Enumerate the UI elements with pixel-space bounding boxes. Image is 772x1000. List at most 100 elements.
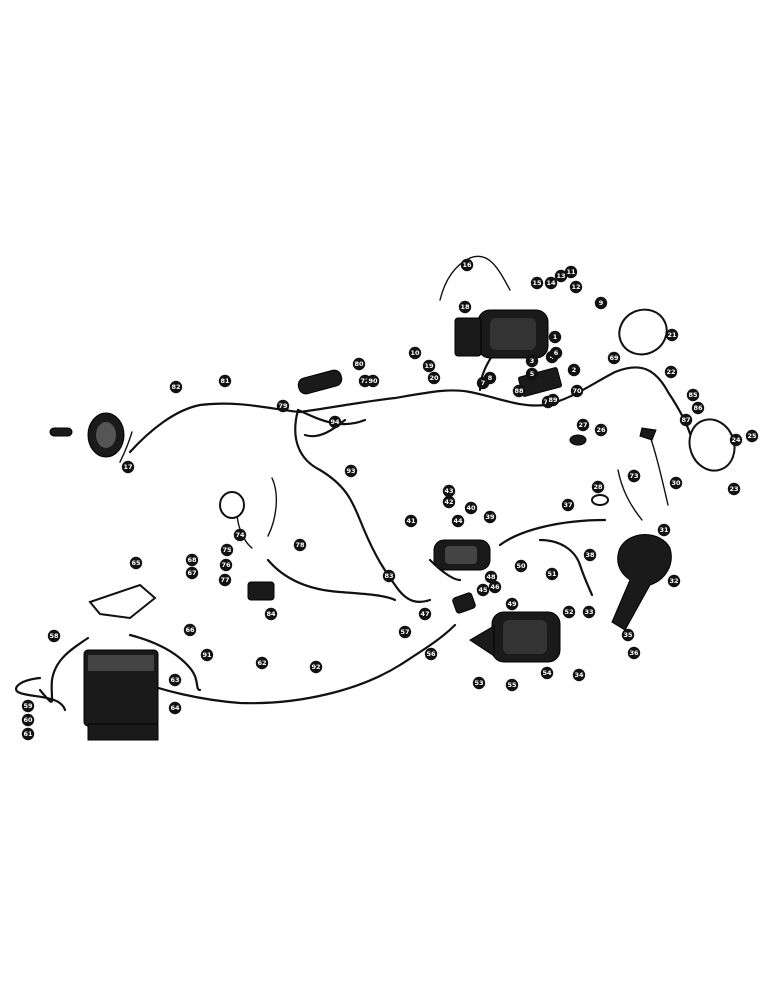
callout-badge [627,646,641,660]
callout-64: 64 [168,701,182,715]
callout-badge [276,399,290,413]
callout-badge [548,330,562,344]
callout-58: 58 [47,629,61,643]
ignition-coil [433,539,491,571]
callout-47: 47 [418,607,432,621]
callout-badge [570,384,584,398]
callout-48: 48 [484,570,498,584]
callout-66: 66 [183,623,197,637]
ignition-switch [247,581,275,601]
callout-67: 67 [185,566,199,580]
callout-number: 6 [554,349,559,357]
callout-82: 82 [169,380,183,394]
callout-18: 18 [458,300,472,314]
callout-badge [665,328,679,342]
callout-number: 94 [330,418,340,426]
callout-69: 69 [607,351,621,365]
callout-39: 39 [483,510,497,524]
callout-badge [129,556,143,570]
callout-number: 69 [609,354,619,362]
callout-number: 41 [406,517,416,525]
hose-and-fittings [569,427,657,506]
callout-number: 92 [311,663,320,671]
callout-badge [621,628,635,642]
ammeter-gauge [219,491,245,519]
callout-number: 17 [123,463,132,471]
callout-number: 91 [202,651,212,659]
callout-badge [418,607,432,621]
callout-53: 53 [472,676,486,690]
callout-badge [483,510,497,524]
callout-number: 68 [187,556,197,564]
callout-badge [572,668,586,682]
callout-number: 85 [688,391,698,399]
callout-number: 9 [599,299,604,307]
callout-badge [545,567,559,581]
callout-number: 52 [564,608,573,616]
callout-number: 47 [420,610,429,618]
callout-badge [544,276,558,290]
callout-75: 75 [220,543,234,557]
callout-number: 18 [460,303,470,311]
instrument-light [297,369,343,395]
callout-badge [21,699,35,713]
callout-79: 79 [276,399,290,413]
callout-number: 82 [171,383,180,391]
callout-85: 85 [686,388,700,402]
callout-84: 84 [264,607,278,621]
callout-78: 78 [293,538,307,552]
callout-55: 55 [505,678,519,692]
callout-37: 37 [561,498,575,512]
callout-badge [183,623,197,637]
callout-badge [483,371,497,385]
callout-number: 54 [542,669,552,677]
callout-2: 2 [567,363,581,377]
callout-badge [476,583,490,597]
callout-number: 45 [478,586,488,594]
callout-42: 42 [442,495,456,509]
callout-32: 32 [667,574,681,588]
callout-number: 66 [185,626,195,634]
callout-number: 10 [410,349,420,357]
callout-number: 20 [429,374,439,382]
callout-number: 55 [507,681,517,689]
callout-93: 93 [344,464,358,478]
callout-92: 92 [309,660,323,674]
callout-badge [484,570,498,584]
callout-44: 44 [451,514,465,528]
callout-badge [691,401,705,415]
callout-badge [424,647,438,661]
callout-number: 64 [170,704,180,712]
callout-number: 70 [572,387,582,395]
callout-38: 38 [583,548,597,562]
callout-badge [549,346,563,360]
callout-number: 57 [400,628,409,636]
callout-number: 13 [556,272,565,280]
callout-badge [686,388,700,402]
callout-badge [264,607,278,621]
callout-number: 50 [516,562,526,570]
callout-number: 83 [384,572,393,580]
callout-badge [664,365,678,379]
callout-number: 2 [572,366,577,374]
callout-badge [525,354,539,368]
callout-badge [442,484,456,498]
callout-34: 34 [572,668,586,682]
callout-badge [408,346,422,360]
callout-30: 30 [669,476,683,490]
callout-number: 84 [266,610,276,618]
callout-31: 31 [657,523,671,537]
callout-badge [514,559,528,573]
callout-68: 68 [185,553,199,567]
callout-number: 80 [354,360,364,368]
callout-number: 38 [585,551,595,559]
callout-badge [540,666,554,680]
callout-35: 35 [621,628,635,642]
callout-number: 93 [346,467,355,475]
callout-number: 27 [578,421,587,429]
callout-20: 20 [427,371,441,385]
callout-badge [169,380,183,394]
callout-56: 56 [424,647,438,661]
callout-badge [255,656,269,670]
